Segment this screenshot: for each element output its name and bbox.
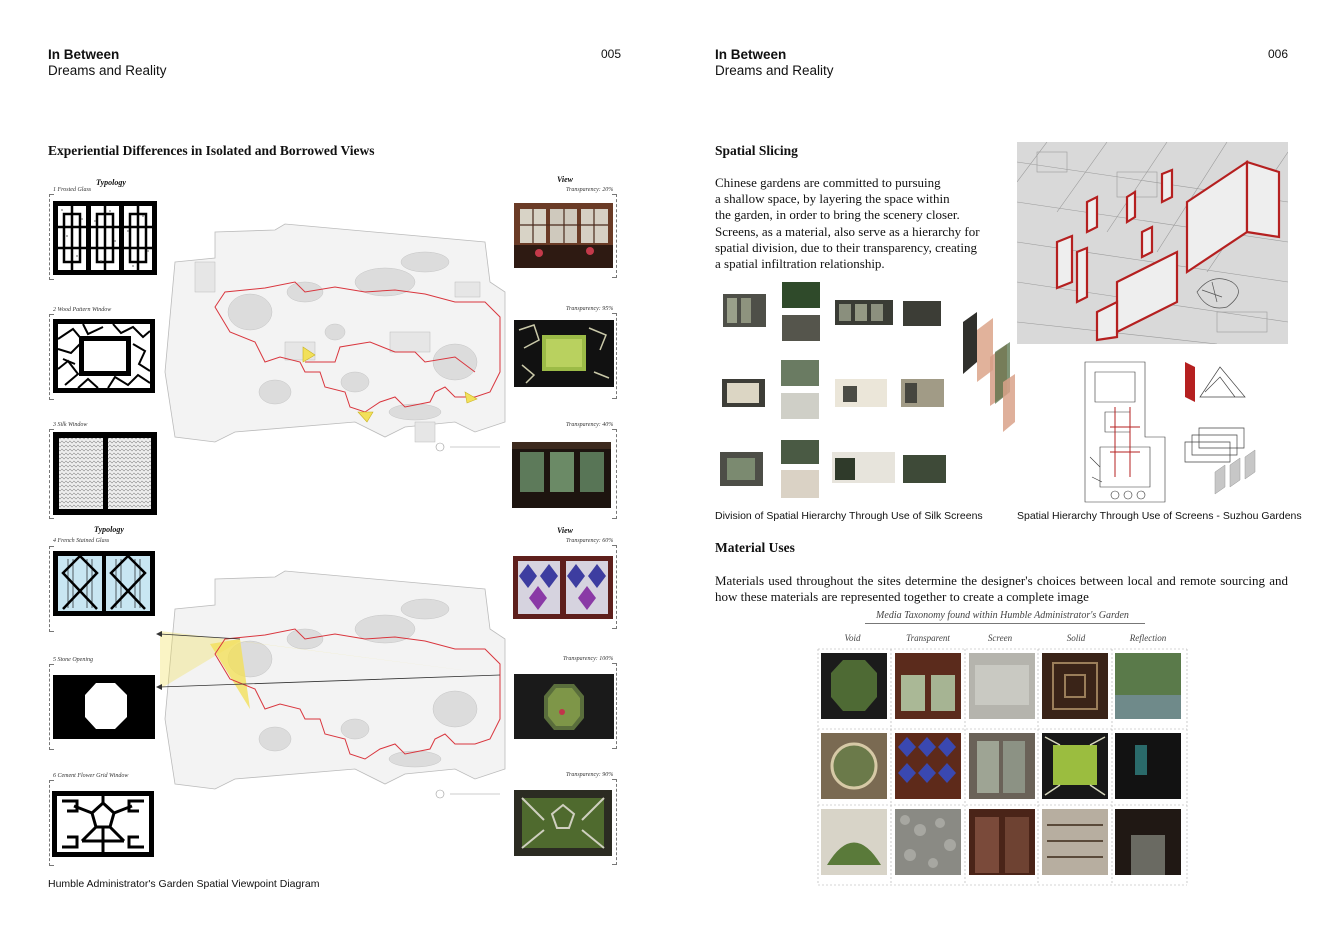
header-title-bold-right: In Between (715, 47, 787, 62)
header-title-sub-right: Dreams and Reality (715, 63, 834, 78)
spatial-line-5: spatial division, due to their transpare… (715, 239, 977, 255)
header-title-bold: In Between (48, 47, 120, 62)
taxonomy-grid-graphic (817, 648, 1188, 886)
left-caption: Humble Administrator's Garden Spatial Vi… (48, 878, 320, 890)
material-paragraph: Materials used throughout the sites dete… (715, 573, 1288, 605)
typology-label-2: 2 Wood Pattern Window (53, 307, 112, 313)
view-heading-bottom: View (557, 526, 574, 535)
spatial-paragraph: Chinese gardens are committed to pursuin… (715, 175, 1005, 272)
silk-screens-collage-graphic (720, 282, 1015, 498)
transparency-label-2: Transparency: 95% (566, 306, 614, 312)
taxonomy-title: Media Taxonomy found within Humble Admin… (876, 610, 1129, 621)
transparency-label-6: Transparency: 90% (566, 772, 614, 778)
bracket-left-4 (49, 546, 54, 632)
view-photo-cement-flower (514, 790, 612, 856)
taxonomy-col-solid: Solid (1066, 633, 1086, 643)
left-header-title: In Between Dreams and Reality (48, 47, 167, 79)
transparency-label-5: Transparency: 100% (563, 656, 614, 662)
bracket-right-1 (612, 194, 617, 278)
bracket-left-2 (49, 314, 54, 400)
view-photo-silk (512, 442, 611, 508)
typology-label-5: 5 Stone Opening (53, 657, 93, 663)
typology-heading-top: Typology (96, 178, 126, 187)
taxonomy-col-screen: Screen (987, 633, 1013, 643)
bracket-left-5 (49, 664, 54, 750)
wood-pattern-window-graphic (53, 319, 155, 393)
view-photo-stone-opening (514, 674, 614, 739)
silk-window-graphic (53, 432, 157, 515)
suzhou-screens-diagram (1084, 361, 1256, 503)
stained-glass-window-graphic (53, 551, 155, 616)
page-number-right: 006 (1268, 47, 1289, 61)
taxonomy-col-void: Void (844, 633, 861, 643)
typology-heading-bottom: Typology (94, 525, 124, 534)
spatial-line-1: Chinese gardens are committed to pursuin… (715, 175, 941, 190)
transparency-label-4: Transparency: 60% (566, 538, 614, 544)
section-title-views: Experiential Differences in Isolated and… (48, 143, 375, 158)
typology-label-3: 3 Silk Window (53, 422, 88, 428)
silk-screens-collage (715, 282, 1015, 504)
media-taxonomy-table: Media Taxonomy found within Humble Admin… (815, 610, 1190, 890)
header-title-sub: Dreams and Reality (48, 63, 167, 78)
section-title-spatial: Spatial Slicing (715, 143, 798, 158)
frosted-glass-window-graphic (53, 201, 157, 275)
stone-opening-graphic (53, 675, 155, 739)
typology-label-6: 6 Cement Flower Grid Window (53, 773, 129, 779)
bracket-right-6 (612, 779, 617, 865)
bracket-right-3 (612, 429, 617, 519)
spatial-line-4: Screens, as a material, also serve as a … (715, 223, 980, 239)
bracket-right-4 (612, 545, 617, 629)
right-header-title: In Between Dreams and Reality (715, 47, 834, 79)
taxonomy-col-reflection: Reflection (1129, 633, 1167, 643)
spatial-line-6: a spatial infiltration relationship. (715, 256, 885, 272)
garden-plan-bottom (156, 570, 506, 799)
spatial-line-3: the garden, in order to bring the scener… (715, 207, 960, 223)
taxonomy-title-rule (865, 623, 1145, 624)
page-number-left: 005 (601, 47, 622, 61)
transparency-label-1: Transparency: 20% (566, 187, 614, 193)
bracket-left-1 (49, 194, 54, 280)
typology-label-1: 1 Frosted Glass (53, 187, 92, 193)
transparency-label-3: Transparency: 40% (566, 422, 614, 428)
caption-silk-screens: Division of Spatial Hierarchy Through Us… (715, 510, 983, 522)
bracket-left-6 (49, 780, 54, 866)
axonometric-screens-drawing (1017, 142, 1288, 344)
view-heading-top: View (557, 175, 574, 184)
spatial-line-2: a shallow space, by layering the space w… (715, 191, 950, 207)
view-photo-stained-glass (513, 556, 613, 619)
taxonomy-col-transparent: Transparent (906, 633, 950, 643)
cement-flower-window-graphic (52, 791, 154, 857)
caption-suzhou: Spatial Hierarchy Through Use of Screens… (1017, 510, 1302, 522)
section-title-material: Material Uses (715, 540, 795, 555)
bracket-right-5 (612, 663, 617, 749)
view-photo-frosted (514, 203, 613, 268)
typology-label-4: 4 French Stained Glass (53, 538, 110, 544)
bracket-left-3 (49, 429, 54, 519)
view-photo-wood-pattern (514, 320, 614, 387)
bracket-right-2 (612, 313, 617, 399)
garden-plan-top (164, 223, 506, 452)
